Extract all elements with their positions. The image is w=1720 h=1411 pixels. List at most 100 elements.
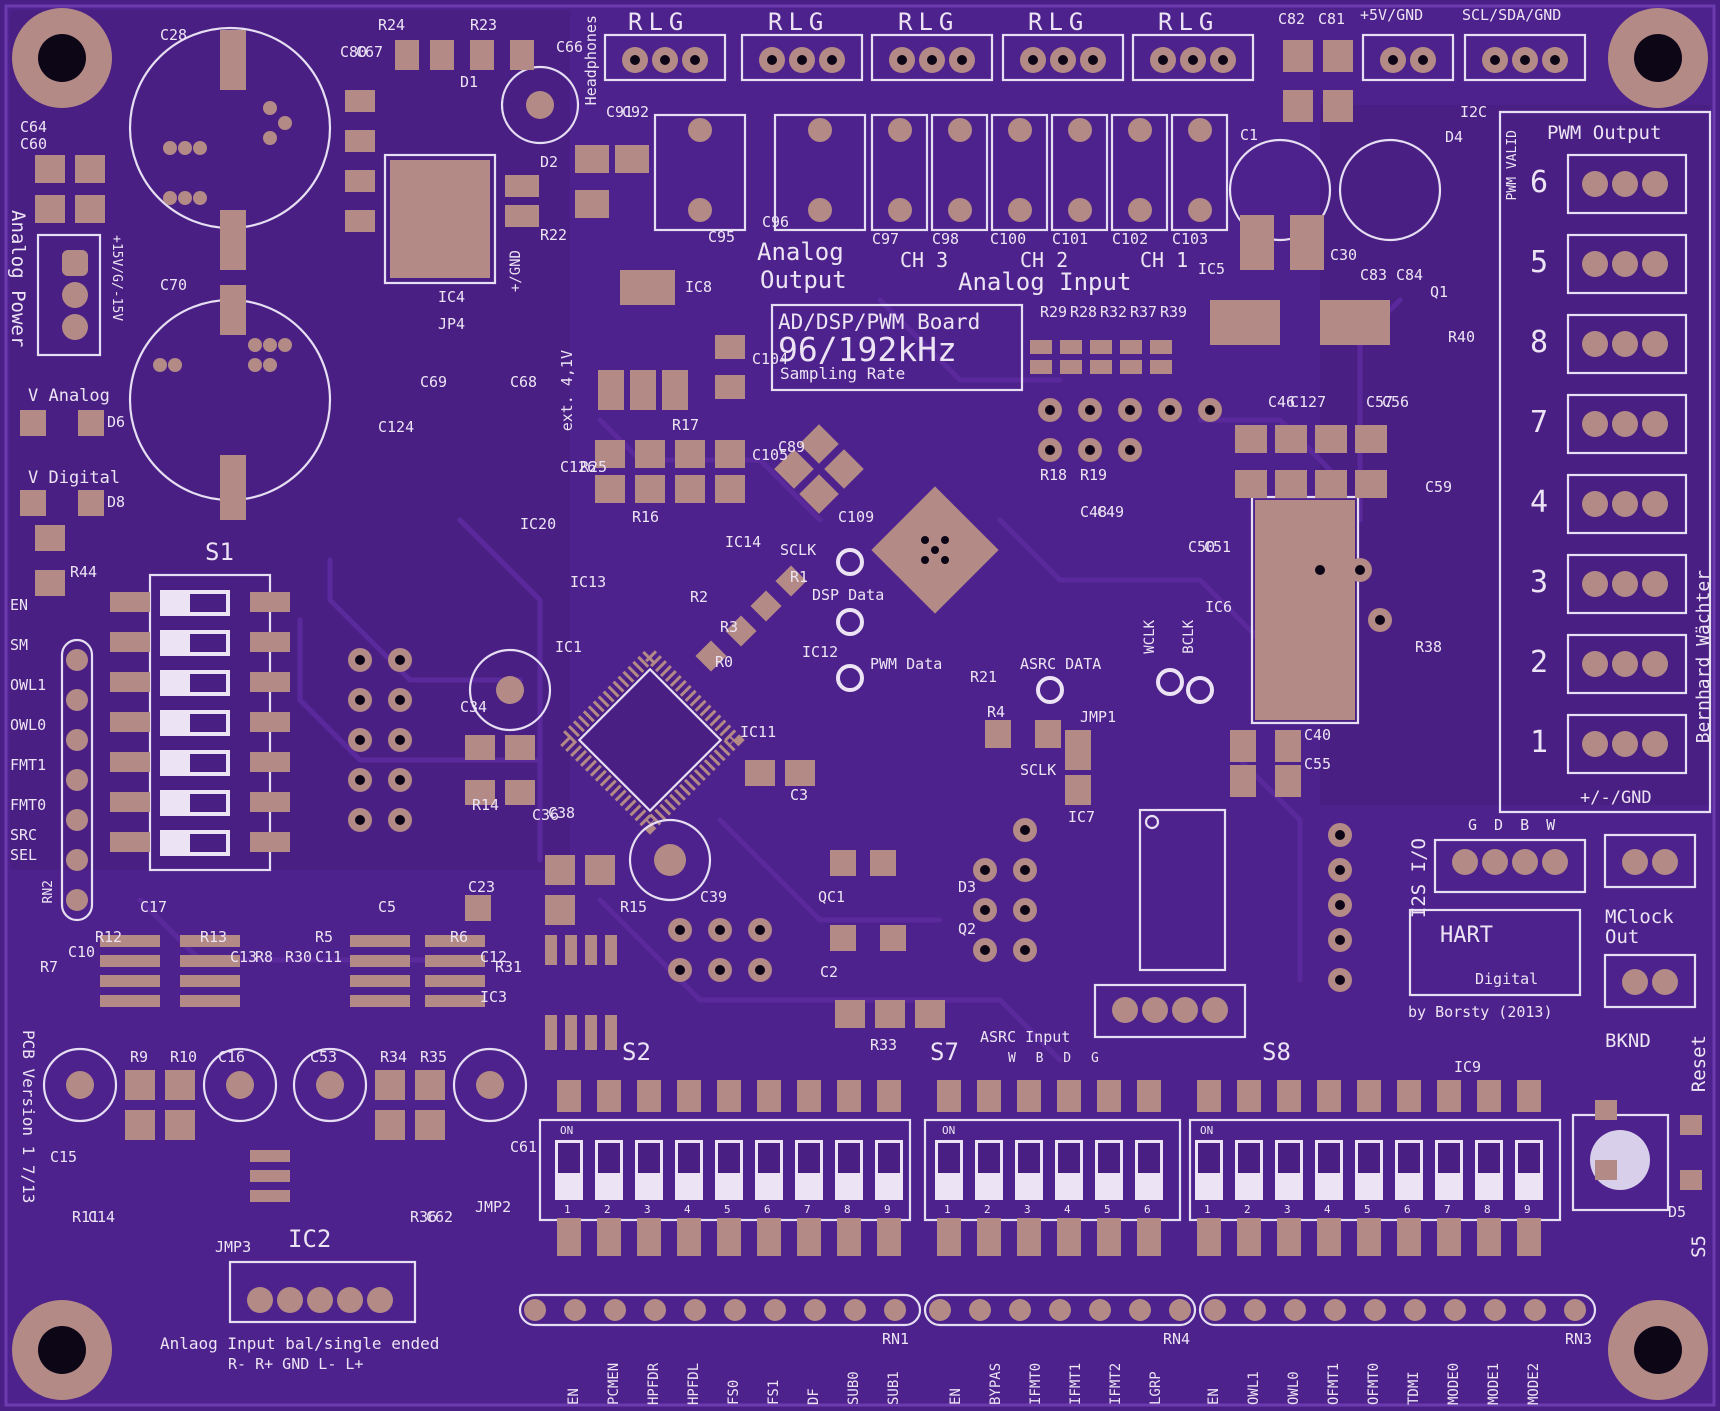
rn-pad <box>1129 1299 1151 1321</box>
right-pour <box>1320 105 1710 805</box>
film-caps <box>653 113 1229 232</box>
dip-switch-number: 5 <box>1104 1203 1111 1216</box>
refdes-label: R3 <box>720 618 739 636</box>
refdes-label: C84 <box>1396 266 1424 284</box>
dip-pad-top <box>677 1080 701 1112</box>
refdes-label: C48 <box>1080 503 1108 521</box>
dip-pad-bottom <box>1357 1218 1381 1256</box>
dip-pad-bottom <box>1317 1218 1341 1256</box>
rn-pad <box>1564 1299 1586 1321</box>
refdes-label: C96 <box>762 213 790 231</box>
reset-label: Reset <box>1688 1035 1710 1093</box>
rn-pad <box>1049 1299 1071 1321</box>
refdes-label: IC1 <box>555 638 583 656</box>
drill-hole <box>755 925 765 935</box>
refdes-label: C3 <box>790 786 809 804</box>
ic1-qfp <box>555 645 745 835</box>
dip-pad-top <box>1357 1080 1381 1112</box>
refdes-label: C49 <box>1097 503 1125 521</box>
refdes-label: R11 <box>72 1208 100 1226</box>
dip-pad-top <box>1017 1080 1041 1112</box>
refdes-label: IC4 <box>438 288 466 306</box>
dip-switch-number: 1 <box>944 1203 951 1216</box>
refdes-label: C81 <box>1318 10 1346 28</box>
s8-label: S8 <box>1262 1038 1291 1066</box>
rn4-label: RN4 <box>1163 1330 1191 1348</box>
board-rate-sub: Sampling Rate <box>780 364 906 383</box>
refdes-label: C127 <box>1290 393 1327 411</box>
dip-switch-number: 2 <box>1244 1203 1251 1216</box>
dip-pad-top <box>757 1080 781 1112</box>
drill-hole <box>980 905 990 915</box>
analog-output-label: Analog <box>757 238 844 266</box>
dip-pad-bottom <box>1397 1218 1421 1256</box>
headphones-label: Headphones <box>582 15 600 106</box>
refdes-label: C62 <box>426 1208 454 1226</box>
switch-function-label: EN <box>1206 1388 1222 1405</box>
rn-pad <box>764 1299 786 1321</box>
refdes-label: JMP2 <box>475 1198 512 1216</box>
refdes-label: R29 <box>1040 303 1068 321</box>
dip-pad-bottom <box>1237 1218 1261 1256</box>
drill-hole <box>395 775 405 785</box>
refdes-label: R0 <box>715 653 734 671</box>
refdes-label: C95 <box>708 228 736 246</box>
dip-pad-top <box>937 1080 961 1112</box>
bknd-label: BKND <box>1605 1030 1651 1052</box>
dip-switch-lever <box>758 1143 780 1173</box>
refdes-label: C124 <box>378 418 415 436</box>
refdes-label: C92 <box>622 103 650 121</box>
rn2-body <box>60 638 94 922</box>
dip-switch-lever <box>978 1143 1000 1173</box>
analog-power-label: Analog Power <box>7 210 29 348</box>
drill-hole <box>1165 405 1175 415</box>
i2c-ref: I2C <box>1460 103 1488 121</box>
switch-label-src: SRC <box>10 826 38 844</box>
refdes-label: C15 <box>50 1148 78 1166</box>
dip-switch-number: 3 <box>1024 1203 1031 1216</box>
switch-label-sel: SEL <box>10 846 38 864</box>
drill-hole <box>395 695 405 705</box>
refdes-label: R24 <box>378 16 406 34</box>
dip-switch-number: 6 <box>764 1203 771 1216</box>
dip-switch-number: 4 <box>1064 1203 1071 1216</box>
test-points <box>836 548 1214 704</box>
rn-pad <box>969 1299 991 1321</box>
dip-switch-lever <box>718 1143 740 1173</box>
switch-function-label: MODE1 <box>1486 1362 1502 1405</box>
ch2-label: CH 2 <box>1020 248 1069 272</box>
dip-switch-lever <box>1278 1143 1300 1173</box>
refdes-label: C28 <box>160 26 188 44</box>
refdes-label: C82 <box>1278 10 1306 28</box>
pwm-ch-7: 7 <box>1530 405 1549 440</box>
refdes-label: IC7 <box>1068 808 1096 826</box>
dip-switch-number: 2 <box>984 1203 991 1216</box>
drill-hole <box>1315 565 1325 575</box>
dip-switch-number: 1 <box>1204 1203 1211 1216</box>
dip-switch-number: 3 <box>644 1203 651 1216</box>
pwm-footer: +/-/GND <box>1580 788 1652 808</box>
dip-pad-bottom <box>1477 1218 1501 1256</box>
mclock-label-2: Out <box>1605 926 1640 948</box>
pwm-ch-1: 1 <box>1530 725 1549 760</box>
refdes-label: C102 <box>1112 230 1149 248</box>
refdes-label: JMP3 <box>215 1238 252 1256</box>
switch-function-label: HPFDL <box>686 1362 702 1405</box>
refdes-label: D2 <box>540 153 559 171</box>
ic7-soic <box>1138 808 1227 972</box>
dip-switch-lever <box>1358 1143 1380 1173</box>
asrc-pins: W B D G <box>1008 1051 1105 1066</box>
ch3-label: CH 3 <box>900 248 949 272</box>
drill-hole <box>395 815 405 825</box>
refdes-label: C38 <box>548 804 576 822</box>
refdes-label: C14 <box>88 1208 116 1226</box>
refdes-label: R8 <box>255 948 274 966</box>
switch-function-label: EN <box>948 1388 964 1405</box>
dip-switch-number: 9 <box>884 1203 891 1216</box>
refdes-label: C34 <box>460 698 488 716</box>
rn3-label: RN3 <box>1565 1330 1593 1348</box>
ic-regulator <box>390 160 490 278</box>
refdes-label: C11 <box>315 948 343 966</box>
dip-pad-top <box>977 1080 1001 1112</box>
refdes-label: D3 <box>958 878 977 896</box>
